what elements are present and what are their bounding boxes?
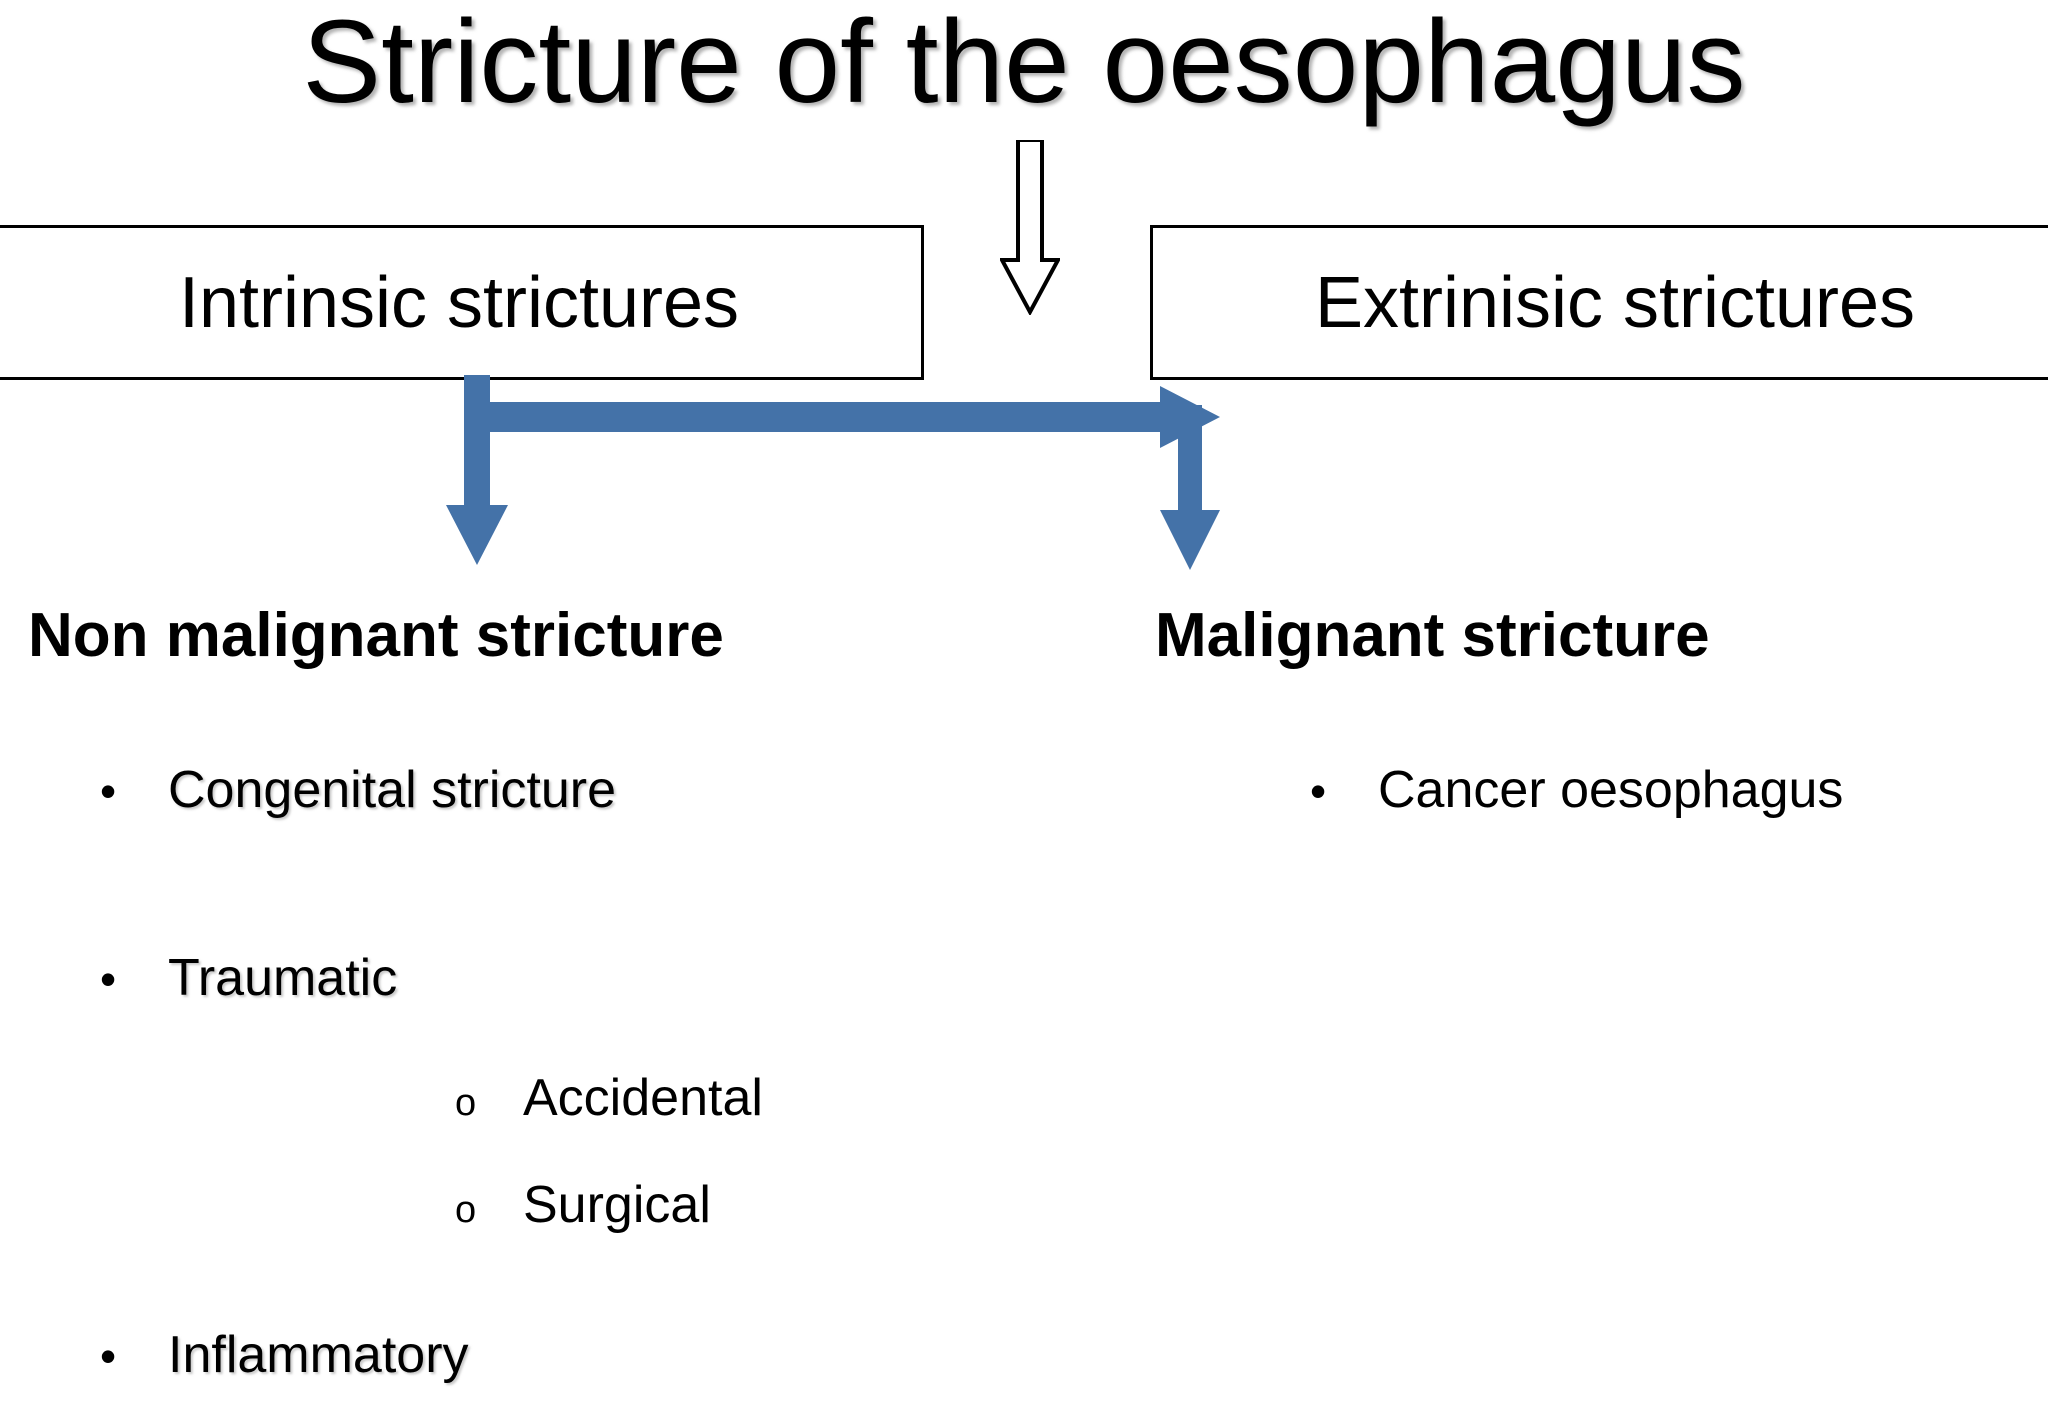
heading-non-malignant-stricture: Non malignant stricture bbox=[28, 601, 724, 670]
box-extrinsic-label: Extrinisic strictures bbox=[1314, 262, 1916, 343]
list-item-label: Accidental bbox=[523, 1069, 763, 1127]
bullet-circle-icon: o bbox=[455, 1189, 477, 1231]
list-item: • Inflammatory bbox=[100, 1325, 469, 1385]
list-item-label: Cancer oesophagus bbox=[1378, 761, 1844, 819]
hollow-down-arrow-icon bbox=[1000, 140, 1060, 315]
box-intrinsic-label: Intrinsic strictures bbox=[178, 262, 740, 343]
box-intrinsic-strictures: Intrinsic strictures bbox=[0, 225, 924, 380]
bullet-dot-icon: • bbox=[100, 1330, 117, 1382]
blue-elbow-arrow-icon bbox=[446, 375, 1220, 570]
heading-malignant-stricture: Malignant stricture bbox=[1155, 601, 1710, 670]
bullet-dot-icon: • bbox=[100, 765, 117, 817]
list-item: • Cancer oesophagus bbox=[1310, 760, 1843, 820]
list-item-label: Inflammatory bbox=[168, 1326, 469, 1384]
list-item: • Traumatic bbox=[100, 948, 397, 1008]
bullet-dot-icon: • bbox=[1310, 765, 1327, 817]
bullet-circle-icon: o bbox=[455, 1082, 477, 1124]
bullet-dot-icon: • bbox=[100, 953, 117, 1005]
list-item-label: Congenital stricture bbox=[168, 761, 616, 819]
list-item-label: Surgical bbox=[523, 1176, 711, 1234]
list-item: o Surgical bbox=[455, 1175, 711, 1235]
page-title: Stricture of the oesophagus bbox=[302, 0, 1746, 128]
list-item: o Accidental bbox=[455, 1068, 763, 1128]
box-extrinsic-strictures: Extrinisic strictures bbox=[1150, 225, 2048, 380]
list-item-label: Traumatic bbox=[168, 949, 398, 1007]
list-item: • Congenital stricture bbox=[100, 760, 616, 820]
